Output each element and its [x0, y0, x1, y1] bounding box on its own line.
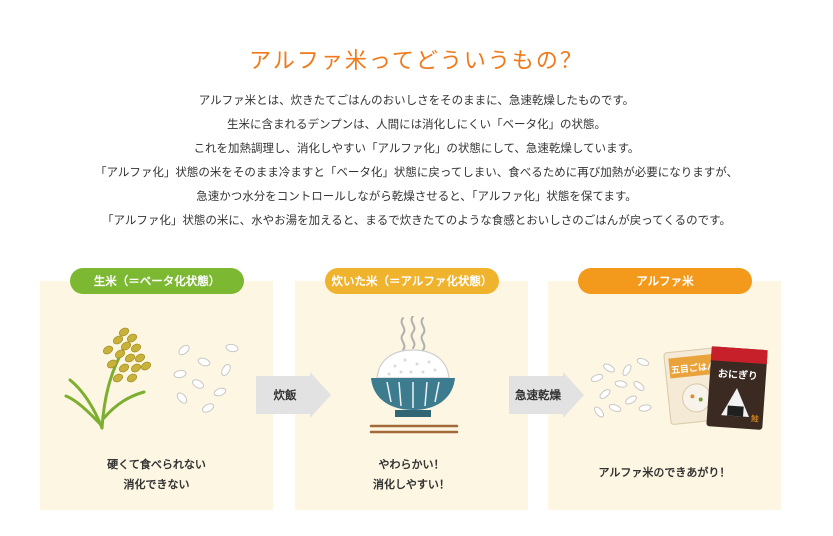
- rice-bowl-icon: [369, 316, 459, 434]
- caption-line: やわらかい！: [378, 458, 445, 471]
- step-panel-raw-rice: [40, 281, 273, 510]
- intro-text: アルファ米とは、炊きたてごはんのおいしさをそのままに、急速乾燥したものです。 生…: [0, 88, 833, 232]
- step-caption-cooked-rice: やわらかい！ 消化しやすい！: [295, 455, 528, 495]
- page-title: アルファ米ってどういうもの？: [249, 48, 584, 74]
- step-caption-raw-rice: 硬くて食べられない 消化できない: [40, 455, 273, 495]
- caption-line: 消化しやすい！: [373, 478, 450, 491]
- rice-plant-icon: [64, 327, 239, 430]
- intro-line: これを加熱調理し、消化しやすい「アルファ化」の状態にして、急速乾燥しています。: [193, 141, 640, 155]
- right-arrow-icon: [509, 372, 584, 418]
- intro-line: 急速かつ水分をコントロールしながら乾燥させると、「アルファ化」状態を保てます。: [196, 189, 637, 203]
- intro-line: 生米に含まれるデンプンは、人間には消化しにくい「ベータ化」の状態。: [227, 117, 606, 131]
- step-label-alpha-rice: アルファ米: [578, 268, 752, 294]
- right-arrow-icon: [256, 372, 331, 418]
- package-label-salmon: 鮭: [751, 413, 760, 424]
- intro-line: 「アルファ化」状態の米に、水やお湯を加えると、まるで炊きたてのような食感とおいし…: [102, 213, 731, 227]
- caption-line: アルファ米のできあがり！: [598, 466, 731, 479]
- step-label-cooked-rice: 炊いた米（＝アルファ化状態）: [325, 268, 499, 294]
- arrow-label: 急速乾燥: [515, 388, 561, 402]
- step-label-raw-rice: 生米（＝ベータ化状態）: [70, 268, 244, 294]
- arrow-label: 炊飯: [273, 388, 297, 402]
- intro-line: アルファ米とは、炊きたてごはんのおいしさをそのままに、急速乾燥したものです。: [198, 93, 635, 107]
- caption-line: 消化できない: [123, 478, 190, 491]
- arrow-cooking: 炊飯: [256, 372, 331, 418]
- caption-line: 硬くて食べられない: [107, 458, 206, 471]
- arrow-rapid-drying: 急速乾燥: [509, 372, 584, 418]
- package-label-onigiri: おにぎり: [718, 367, 759, 383]
- intro-line: 「アルファ化」状態の米をそのまま冷ますと「ベータ化」状態に戻ってしまい、食べるた…: [94, 165, 739, 179]
- alpha-rice-package-icon: 五目ごはん おにぎり 鮭: [590, 346, 768, 430]
- step-caption-alpha-rice: アルファ米のできあがり！: [548, 463, 781, 483]
